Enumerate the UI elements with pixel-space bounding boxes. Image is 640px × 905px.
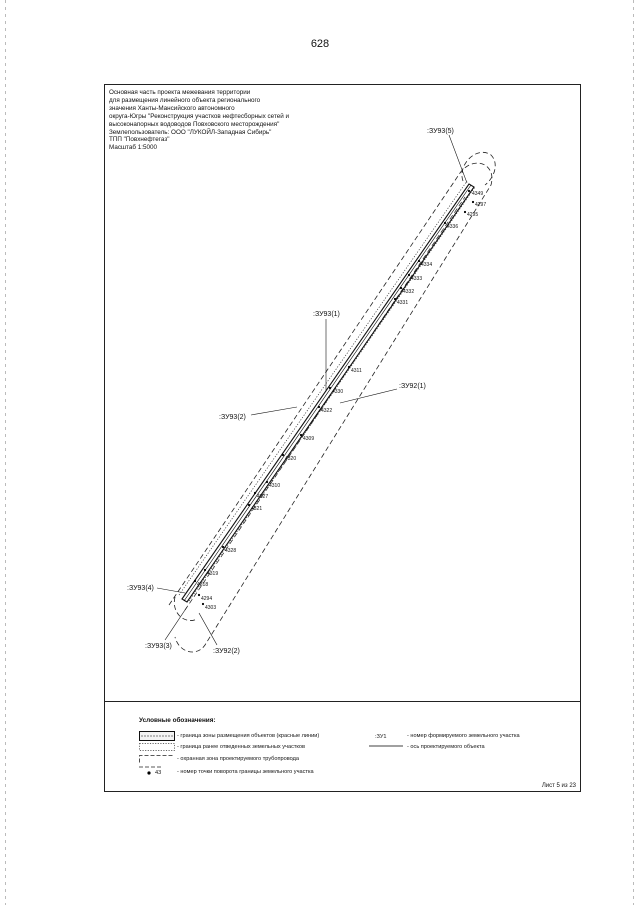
turn-point: 4328 xyxy=(221,545,236,554)
svg-text:4318: 4318 xyxy=(197,582,208,588)
title-line: Основная часть проекта межевания террито… xyxy=(109,89,251,96)
svg-text:4321: 4321 xyxy=(251,506,262,512)
turn-point: 4331 xyxy=(393,297,408,306)
turn-point: 4303 xyxy=(201,602,216,611)
title-line: Масштаб 1:5000 xyxy=(109,144,157,152)
title-line: значения Ханты-Мансийского автономного xyxy=(109,104,235,112)
parcel-label: :ЗУ93(3) xyxy=(145,643,172,650)
north-end-loop xyxy=(461,152,496,186)
corridor-map: :ЗУ93(5) :ЗУ93(1) :ЗУ92(1) :ЗУ93(2) :ЗУ9… xyxy=(127,128,496,655)
title-line: Землепользователь: ООО "ЛУКОЙЛ-Западная … xyxy=(109,128,272,136)
page-number: 628 xyxy=(310,38,330,50)
svg-text:4322: 4322 xyxy=(321,408,332,414)
legend-protection: - охранная зона проектируемого трубопров… xyxy=(177,756,300,762)
title-block: Основная часть проекта межевания террито… xyxy=(109,89,289,152)
turn-point: 4320 xyxy=(281,453,296,462)
svg-text:4333: 4333 xyxy=(411,276,422,282)
svg-text:4320: 4320 xyxy=(285,456,296,462)
leader-line xyxy=(164,606,188,641)
leader-line xyxy=(156,587,186,594)
svg-text:4334: 4334 xyxy=(421,262,432,268)
leader-line xyxy=(339,388,398,404)
parcel-label: :ЗУ93(1) xyxy=(313,311,340,318)
turn-point: 4321 xyxy=(247,503,262,512)
allotted-boundary xyxy=(178,180,476,602)
legend-axis: - ось проектируемого объекта xyxy=(407,744,485,750)
turn-point: 4333 xyxy=(407,273,422,282)
red-lines-swatch xyxy=(139,731,175,741)
legend-parcel-number: - номер формируемого земельного участка xyxy=(407,733,520,739)
svg-text:4332: 4332 xyxy=(403,289,414,295)
leader-line xyxy=(250,406,298,416)
turn-point: 4349 xyxy=(467,189,483,197)
allotted-swatch xyxy=(139,743,175,751)
legend-turn-point-sample: 43 xyxy=(155,770,162,776)
svg-text:4319: 4319 xyxy=(207,571,218,577)
parcel-label: :ЗУ93(2) xyxy=(219,414,246,421)
parcel-label: :ЗУ92(1) xyxy=(399,383,426,390)
protection-zone-outline xyxy=(168,162,493,653)
svg-text:4311: 4311 xyxy=(351,368,362,374)
parcel-label: :ЗУ92(2) xyxy=(213,648,240,655)
svg-text:4328: 4328 xyxy=(225,548,236,554)
protection-swatch xyxy=(139,755,175,763)
svg-text:4295: 4295 xyxy=(467,212,478,218)
legend-red-lines: - граница зоны размещения объектов (крас… xyxy=(177,733,320,739)
leader-line xyxy=(448,134,468,184)
legend-allotted: - граница ранее отведенных земельных уча… xyxy=(177,744,306,750)
turn-point: 4319 xyxy=(203,568,218,577)
turn-point: 4310 xyxy=(265,480,280,489)
scan-edge-right xyxy=(633,0,634,905)
turn-point: 4336 xyxy=(443,221,458,230)
south-end-loop xyxy=(173,596,198,621)
leader-line xyxy=(198,612,218,646)
legend-parcel-sample: :ЗУ1 xyxy=(375,734,387,740)
parcel-label: :ЗУ93(5) xyxy=(427,128,454,135)
turn-point: 4309 xyxy=(299,433,314,442)
svg-text:4336: 4336 xyxy=(447,224,458,230)
red-lines-boundary xyxy=(181,183,475,603)
protection-zone-inner xyxy=(184,196,466,611)
turn-point: 4330 xyxy=(328,386,343,395)
legend-title: Условные обозначения: xyxy=(139,717,216,724)
legend-divider xyxy=(105,701,580,702)
turn-point: 4327 xyxy=(253,491,268,500)
title-line: высоконапорных водоводов Повховского мес… xyxy=(109,120,280,128)
svg-text:4327: 4327 xyxy=(257,494,268,500)
legend-turn-point: - номер точки поворота границы земельног… xyxy=(177,769,314,775)
svg-text:4331: 4331 xyxy=(397,300,408,306)
svg-text:4349: 4349 xyxy=(472,191,483,197)
turn-point: 4295 xyxy=(463,210,478,218)
svg-text:4310: 4310 xyxy=(269,483,280,489)
svg-text:4330: 4330 xyxy=(332,389,343,395)
turn-point: 4318 xyxy=(193,579,208,588)
title-line: округа-Югры "Реконструкция участков нефт… xyxy=(109,112,290,120)
svg-text:4294: 4294 xyxy=(201,596,212,602)
turn-point-swatch xyxy=(147,771,151,775)
axis-swatch xyxy=(369,745,403,747)
map-sheet: Основная часть проекта межевания террито… xyxy=(104,84,581,792)
svg-text:4303: 4303 xyxy=(205,605,216,611)
sheet-number: Лист 5 из 23 xyxy=(541,783,576,789)
svg-text:4297: 4297 xyxy=(475,202,486,208)
turn-point: 4334 xyxy=(417,259,432,268)
object-axis xyxy=(183,184,472,602)
protection-swatch-lower xyxy=(139,766,161,768)
parcel-label: :ЗУ93(4) xyxy=(127,585,154,592)
scan-edge-left xyxy=(5,0,6,905)
turn-point: 4332 xyxy=(399,286,414,295)
title-line: ТПП "Повхнефтегаз" xyxy=(109,136,170,144)
turn-point: 4297 xyxy=(471,200,486,208)
turn-point: 4294 xyxy=(197,593,212,602)
turn-point: 4322 xyxy=(317,405,332,414)
svg-text:4309: 4309 xyxy=(303,436,314,442)
turn-point: 4311 xyxy=(347,365,362,374)
title-line: для размещения линейного объекта региона… xyxy=(109,96,261,104)
